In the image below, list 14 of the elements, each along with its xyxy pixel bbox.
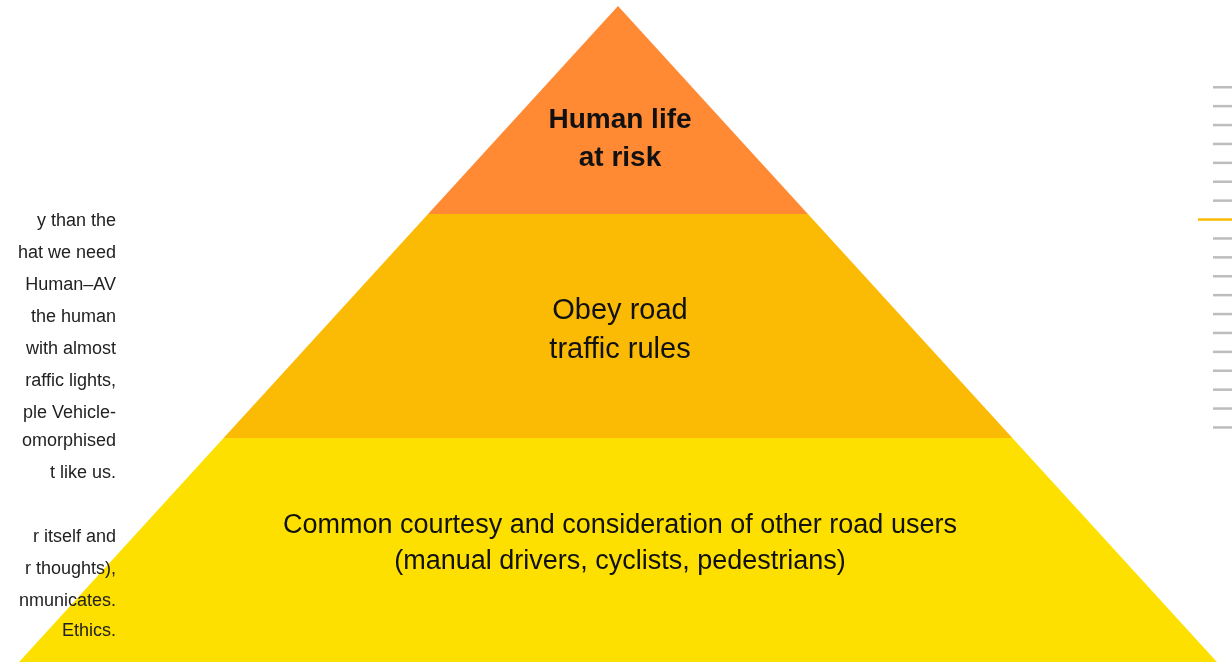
paragraph-line: y than the	[36, 210, 116, 231]
paragraph-line: Human–AV	[25, 274, 116, 295]
paragraph-line: t like us.	[49, 462, 116, 483]
paragraph-line: omorphised	[21, 430, 116, 451]
paragraph-line: hat we need	[17, 242, 116, 263]
paragraph-line: ple Vehicle-	[22, 402, 116, 423]
paragraph-line: with almost	[25, 338, 116, 359]
paragraph-line: Ethics.	[61, 620, 116, 641]
tier-label: Obey road traffic rules	[548, 292, 692, 367]
tier-label: Human life at risk	[547, 102, 693, 174]
paragraph-line: r itself and	[32, 526, 116, 547]
paragraph-line: the human	[30, 306, 116, 327]
tier-label: Common courtesy and consideration of other road users (manual drivers, cyclists, pedestrians)	[282, 508, 958, 578]
paragraph-line: raffic lights,	[25, 370, 116, 391]
